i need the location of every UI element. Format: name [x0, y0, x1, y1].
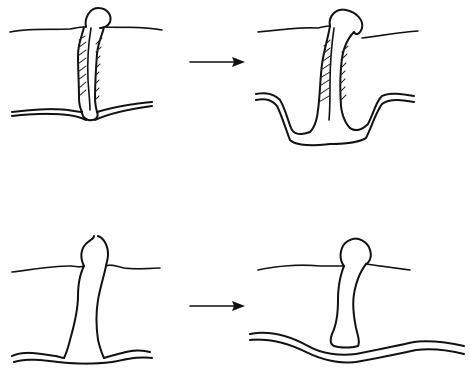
panel-top-right	[256, 10, 418, 146]
stalk-inner-left	[329, 28, 334, 120]
stalk-bulb	[81, 236, 108, 266]
lower-membrane-outer	[12, 351, 150, 359]
lower-membrane-inner	[256, 99, 414, 145]
transition-arrow-top	[190, 57, 245, 67]
stalk-left-wall	[331, 266, 344, 346]
stalk-bulb	[341, 239, 371, 266]
panel-bottom-right	[250, 239, 464, 363]
upper-membrane	[12, 265, 160, 272]
lower-membrane-inner	[250, 340, 464, 363]
stalk-right-wall	[353, 264, 366, 346]
upper-membrane	[258, 264, 410, 270]
transition-arrow-bottom	[190, 301, 245, 311]
panel-bottom-left	[12, 236, 160, 364]
stalk-inner-left	[88, 28, 91, 110]
stalk-right-wall	[97, 266, 107, 358]
stalk-left-wall	[64, 266, 84, 358]
upper-membrane	[258, 26, 418, 38]
stalk-bulb	[86, 8, 111, 28]
lower-membrane-inner	[14, 357, 152, 363]
stalk-base	[334, 346, 358, 348]
stalk-bulb	[330, 10, 363, 34]
panel-top-left	[10, 8, 162, 120]
stalk-left-wall	[310, 26, 330, 132]
